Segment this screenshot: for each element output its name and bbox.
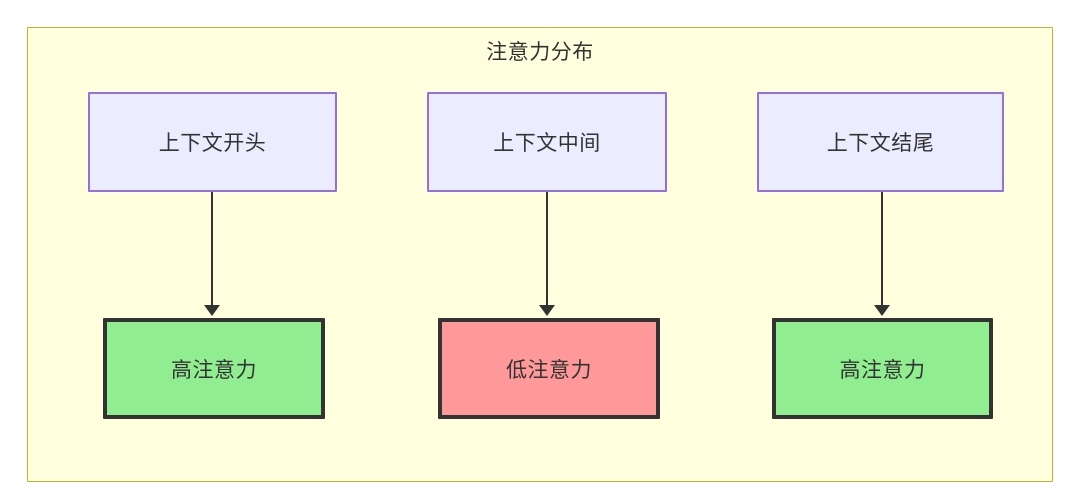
edge-end-to-high [881,192,883,307]
down-arrow-icon-middle [539,305,555,316]
node-high-attention-end[interactable]: 高注意力 [772,318,993,419]
node-context-middle[interactable]: 上下文中间 [427,92,667,192]
node-low-attention-middle-label: 低注意力 [506,358,592,382]
node-high-attention-start[interactable]: 高注意力 [103,318,325,419]
node-context-end[interactable]: 上下文结尾 [757,92,1004,192]
node-context-end-label: 上下文结尾 [826,132,935,155]
cluster-title: 注意力分布 [486,41,594,64]
node-low-attention-middle[interactable]: 低注意力 [438,318,660,419]
node-high-attention-start-label: 高注意力 [171,358,257,382]
down-arrow-icon-start [204,305,220,316]
down-arrow-icon-end [874,305,890,316]
node-context-start-label: 上下文开头 [158,132,267,155]
node-high-attention-end-label: 高注意力 [839,358,926,382]
edge-start-to-high [211,192,213,307]
node-context-start[interactable]: 上下文开头 [88,92,337,192]
node-context-middle-label: 上下文中间 [493,132,601,155]
edge-middle-to-low [546,192,548,307]
